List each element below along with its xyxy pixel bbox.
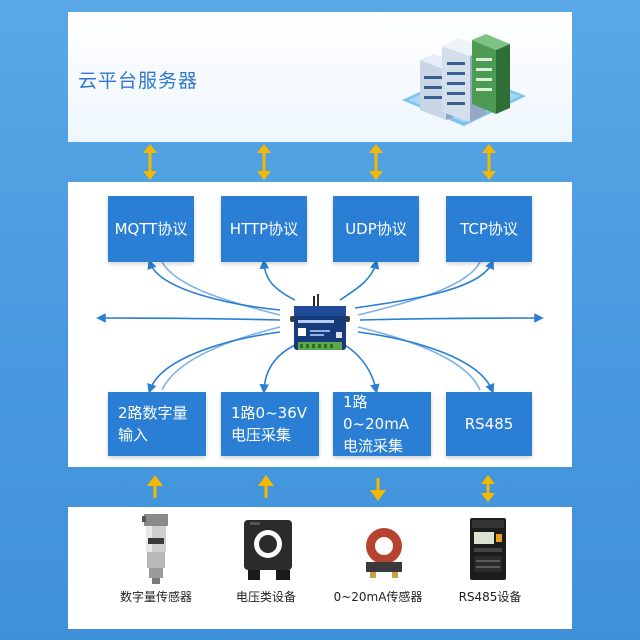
device-label-current-sensor: 0~20mA传感器 (333, 590, 423, 604)
protocol-label-http: HTTP协议 (229, 220, 299, 238)
input-label-rs485: RS485 (464, 415, 514, 433)
voltage-sensor-icon (244, 520, 292, 580)
double-arrow-icon (482, 144, 496, 180)
protocol-box-mqtt: MQTT协议 (108, 196, 194, 262)
up-arrow-icon (258, 475, 274, 498)
input-box-current: 1路0~20mA 电流采集 (333, 392, 431, 456)
protocol-label-mqtt: MQTT协议 (114, 220, 188, 238)
cloud-platform-title: 云平台服务器 (78, 70, 199, 92)
iot-gateway-device-icon (290, 294, 350, 350)
input-label-current: 1路0~20mA 电流采集 (343, 393, 410, 455)
protocol-box-http: HTTP协议 (221, 196, 307, 262)
rs485-meter-icon (470, 518, 506, 580)
pressure-transmitter-icon (142, 514, 168, 584)
up-arrow-icon (147, 475, 163, 498)
device-label-digital-sensor: 数字量传感器 (119, 590, 192, 604)
protocol-box-tcp: TCP协议 (446, 196, 532, 262)
double-arrow-icon (369, 144, 383, 180)
protocol-label-tcp: TCP协议 (460, 220, 518, 238)
current-transformer-icon (366, 528, 402, 578)
double-arrow-icon (143, 144, 157, 180)
input-box-digital: 2路数字量 输入 (108, 392, 206, 456)
input-label-digital: 2路数字量 输入 (118, 404, 188, 444)
server-cluster-icon (402, 34, 526, 126)
double-arrow-icon (257, 144, 271, 180)
double-arrow-icon (481, 475, 495, 502)
protocol-label-udp: UDP协议 (345, 220, 407, 238)
protocol-box-udp: UDP协议 (333, 196, 419, 262)
input-box-rs485: RS485 (446, 392, 532, 456)
device-label-rs485-device: RS485设备 (458, 590, 522, 604)
device-label-voltage-device: 电压类设备 (235, 590, 296, 604)
down-arrow-icon (370, 478, 386, 501)
input-box-voltage: 1路0~36V 电压采集 (221, 392, 319, 456)
input-label-voltage: 1路0~36V 电压采集 (231, 404, 308, 444)
